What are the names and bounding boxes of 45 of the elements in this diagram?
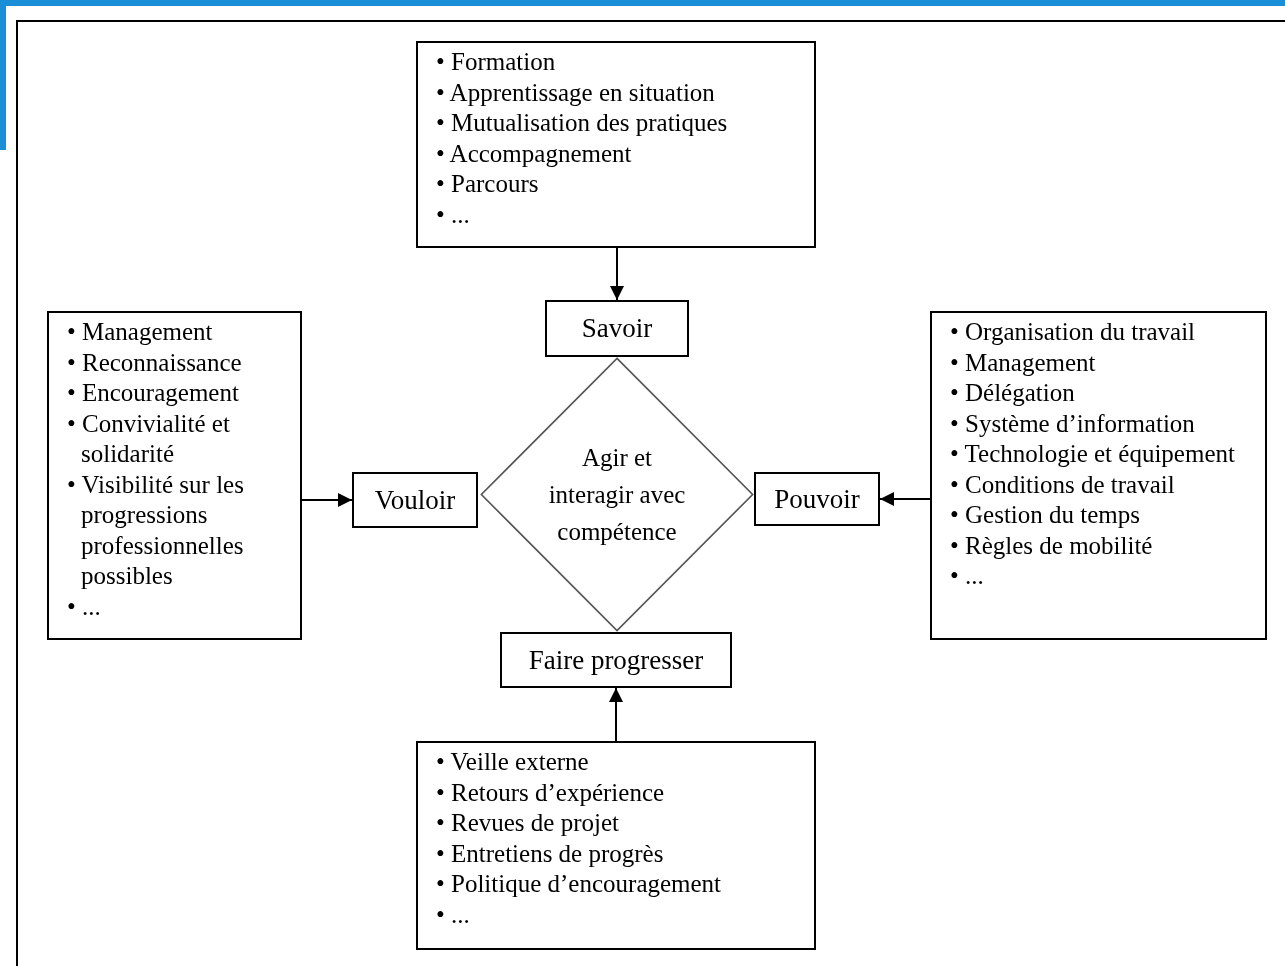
bullet-list-box [47, 311, 302, 640]
list-item: • Système d’information [950, 408, 1196, 439]
list-item: • Visibilité sur les progressions professionnelles possibles [67, 469, 245, 591]
list-item: • Encouragement [67, 378, 240, 408]
list-item: • Conditions de travail [950, 469, 1176, 500]
list-item: • Entretiens de progrès [436, 838, 665, 869]
list-item: • Politique d’encouragement [436, 869, 723, 899]
list-item: • Retours d’expérience [436, 777, 666, 808]
box-label: Faire progresser [528, 644, 704, 676]
bullet-list-box [416, 741, 816, 950]
list-item: • Organisation du travail [950, 317, 1197, 347]
list-item: • Accompagnement [436, 138, 633, 169]
list-item: • Management [950, 347, 1097, 378]
list-item: • Gestion du temps [950, 500, 1141, 530]
list-item: • Règles de mobilité [950, 530, 1154, 561]
list-item: • Convivialité et solidarité [67, 408, 231, 469]
arrow [609, 687, 623, 742]
box-label: Savoir [581, 313, 653, 344]
list-item: • Délégation [950, 378, 1076, 408]
list-item: • Parcours [436, 169, 540, 199]
list-item: • Veille externe [436, 747, 590, 777]
process-box [754, 472, 880, 526]
list-item: • Reconnaissance [67, 347, 243, 378]
process-box [500, 632, 732, 688]
list-item: • Technologie et équipement [950, 439, 1236, 469]
bullet-list-box [930, 311, 1267, 640]
list-item: • Mutualisation des pratiques [436, 108, 729, 138]
list-item: • ... [67, 591, 102, 622]
list-item: • Formation [436, 47, 557, 77]
list-item: • ... [950, 561, 985, 591]
box-label: Pouvoir [774, 483, 860, 515]
list-item: • Apprentissage en situation [436, 77, 716, 108]
bullet-list-box [416, 41, 816, 248]
arrow [879, 492, 931, 506]
arrow [301, 493, 353, 507]
decision-diamond [480, 357, 754, 632]
diamond-label: Agir et interagir avec compétence [547, 443, 687, 547]
list-item: • Management [67, 317, 214, 347]
process-box [545, 300, 689, 357]
list-item: • ... [436, 899, 471, 930]
process-box [352, 472, 478, 528]
arrow [610, 247, 624, 301]
list-item: • ... [436, 199, 471, 230]
box-label: Vouloir [374, 484, 456, 516]
list-item: • Revues de projet [436, 808, 620, 838]
